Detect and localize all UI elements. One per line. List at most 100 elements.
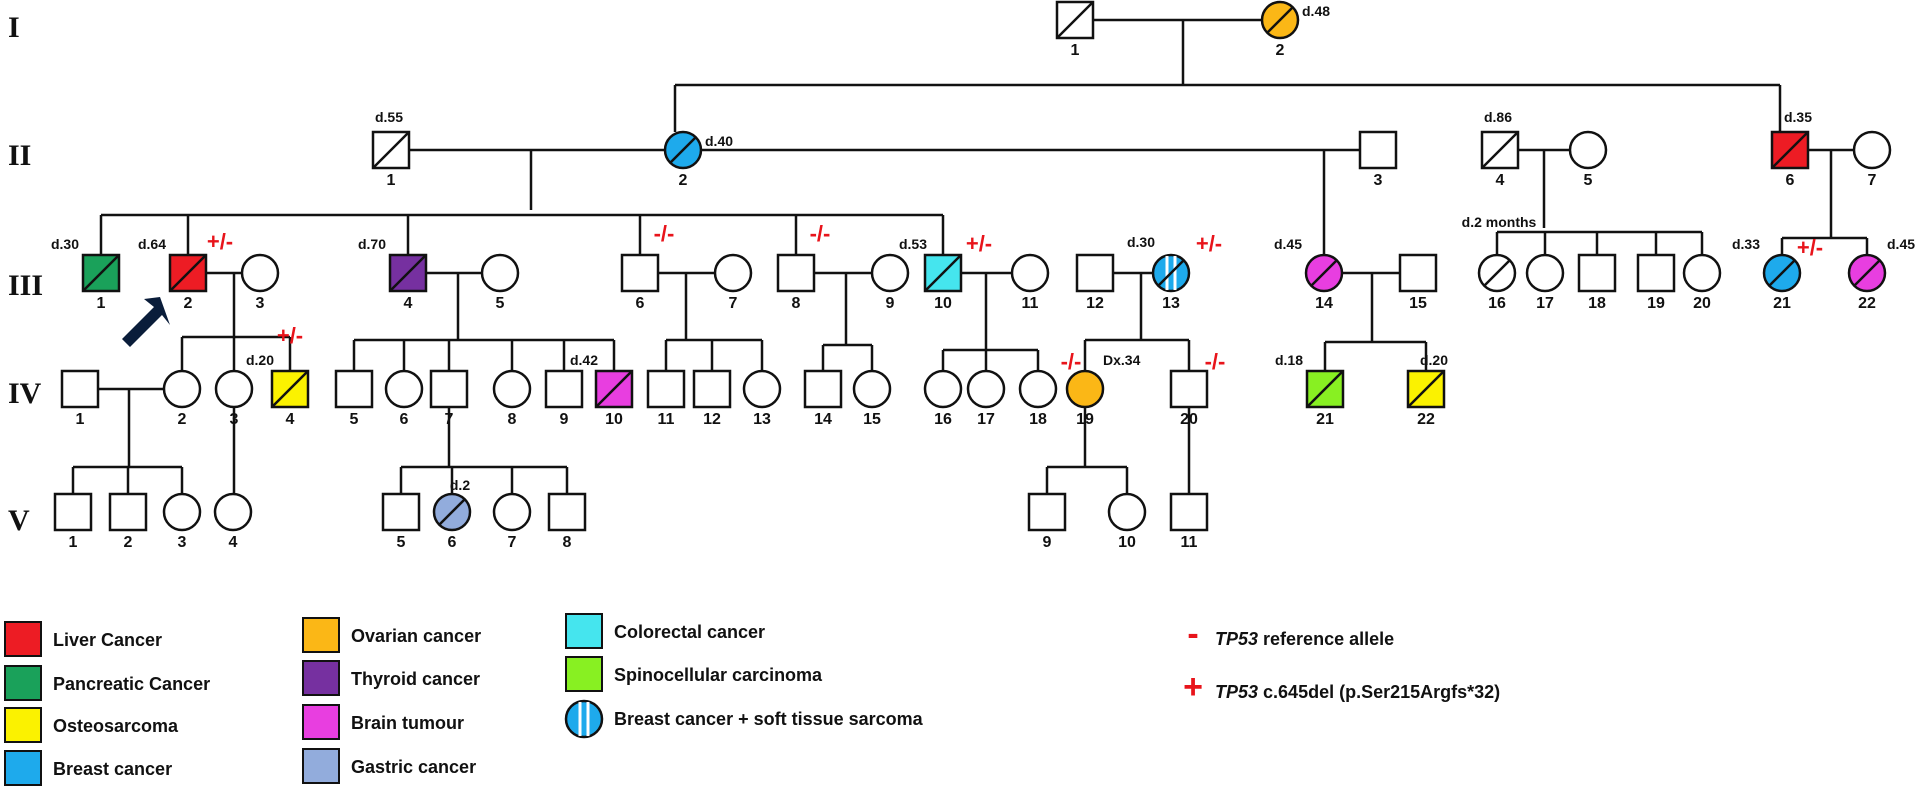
allele-description: TP53 reference allele <box>1215 629 1394 649</box>
individual-number: 2 <box>1276 42 1285 59</box>
individual-number: 13 <box>1162 295 1180 312</box>
individual-iv-21: 21d.18 <box>1275 352 1345 428</box>
individual-number: 6 <box>448 534 457 551</box>
deceased-slash <box>372 131 410 169</box>
individual-note: d.45 <box>1887 236 1915 252</box>
deceased-slash <box>82 254 120 292</box>
individual-iii-18: 18 <box>1577 253 1617 312</box>
female-symbol <box>213 492 253 532</box>
allele-symbol: - <box>1187 615 1198 653</box>
deceased-slash <box>1407 370 1445 408</box>
female-symbol <box>492 492 532 532</box>
individual-number: 9 <box>886 295 895 312</box>
deceased-slash <box>271 370 309 408</box>
legend-swatch <box>4 665 42 701</box>
individual-number: 5 <box>1584 172 1593 189</box>
individual-iv-22: 22d.20 <box>1406 352 1448 428</box>
male-symbol <box>429 369 469 409</box>
generation-label: V <box>8 504 30 537</box>
individual-iii-3: 3 <box>240 253 280 312</box>
individual-iii-1: 1d.30 <box>51 236 121 312</box>
individual-number: 21 <box>1316 411 1334 428</box>
legend-allele-variant: +TP53 c.645del (p.Ser215Argfs*32) <box>1183 668 1500 706</box>
genotype-label: +/- <box>966 231 992 256</box>
individual-iii-9: 9 <box>870 253 910 312</box>
legend-item-spinocellular: Spinocellular carcinoma <box>565 656 823 692</box>
individual-note: d.64 <box>138 236 166 252</box>
individual-iii-20: 20 <box>1682 253 1722 312</box>
individual-number: 4 <box>1496 172 1505 189</box>
individual-iv-10: 10d.42 <box>570 352 634 428</box>
individual-number: 14 <box>814 411 832 428</box>
male-symbol <box>53 492 93 532</box>
individual-ii-6: 6d.35 <box>1770 109 1812 189</box>
individual-number: 12 <box>703 411 721 428</box>
individual-number: 19 <box>1647 295 1665 312</box>
female-symbol <box>480 253 520 293</box>
legend-swatch <box>302 617 340 653</box>
male-symbol <box>544 369 584 409</box>
legend-label: Brain tumour <box>351 713 464 733</box>
individual-number: 5 <box>397 534 406 551</box>
deceased-slash <box>669 136 697 164</box>
legend-item-osteosarcoma: Osteosarcoma <box>4 707 179 743</box>
individual-note: d.70 <box>358 236 386 252</box>
individual-number: 10 <box>605 411 623 428</box>
individual-number: 7 <box>508 534 517 551</box>
male-symbol <box>1636 253 1676 293</box>
legend-item-gastric: Gastric cancer <box>302 748 476 784</box>
genotype-label: -/- <box>810 221 831 246</box>
legend-label: Liver Cancer <box>53 630 162 650</box>
individual-note: d.40 <box>705 133 733 149</box>
individual-iii-12: 12 <box>1075 253 1115 312</box>
individual-iii-11: 11 <box>1010 253 1050 312</box>
individual-number: 22 <box>1417 411 1435 428</box>
individual-note: Dx.34 <box>1103 352 1141 368</box>
individual-iii-5: 5 <box>480 253 520 312</box>
legend-item-ovarian: Ovarian cancer <box>302 617 481 653</box>
legend-swatch <box>4 750 42 786</box>
generation-label: II <box>8 139 31 172</box>
individual-iii-4: 4d.70 <box>358 236 428 312</box>
individual-number: 1 <box>1071 42 1080 59</box>
individual-note: d.30 <box>1127 234 1155 250</box>
female-symbol <box>1010 253 1050 293</box>
individual-iii-2: 2d.64+/- <box>122 229 233 347</box>
individual-note: d.35 <box>1784 109 1812 125</box>
individual-iii-16: 16d.2 months <box>1462 214 1537 312</box>
individual-number: 1 <box>69 534 78 551</box>
female-symbol <box>492 369 532 409</box>
legend-swatch <box>565 613 603 649</box>
legend-label: Breast cancer <box>53 759 172 779</box>
male-symbol <box>381 492 421 532</box>
female-symbol <box>1852 130 1892 170</box>
female-symbol <box>742 369 782 409</box>
individual-iv-7: 7 <box>429 369 469 428</box>
individual-number: 15 <box>1409 295 1427 312</box>
individual-number: 6 <box>400 411 409 428</box>
legend-swatch <box>302 704 340 740</box>
male-symbol <box>334 369 374 409</box>
male-symbol <box>1358 130 1398 170</box>
individual-iii-21: 21d.33+/- <box>1732 235 1823 312</box>
male-symbol <box>1169 492 1209 532</box>
individual-iv-14: 14 <box>803 369 843 428</box>
individual-number: 13 <box>753 411 771 428</box>
female-symbol <box>1525 253 1565 293</box>
deceased-slash <box>1266 6 1294 34</box>
individual-number: 7 <box>729 295 738 312</box>
individual-iii-10: 10d.53+/- <box>899 231 992 312</box>
legend-label: Breast cancer + soft tissue sarcoma <box>614 709 924 729</box>
individual-number: 11 <box>658 411 675 428</box>
individual-v-4: 4 <box>213 492 253 551</box>
individual-iii-14: 14d.45 <box>1274 236 1344 312</box>
individual-note: d.2 <box>450 477 470 493</box>
individual-number: 8 <box>792 295 801 312</box>
individual-i-2: 2 d.48 <box>1260 0 1330 59</box>
individual-number: 7 <box>1868 172 1877 189</box>
legend-item-breast_sarcoma: Breast cancer + soft tissue sarcoma <box>564 699 924 739</box>
individual-number: 22 <box>1858 295 1876 312</box>
individual-note: d.48 <box>1302 3 1330 19</box>
